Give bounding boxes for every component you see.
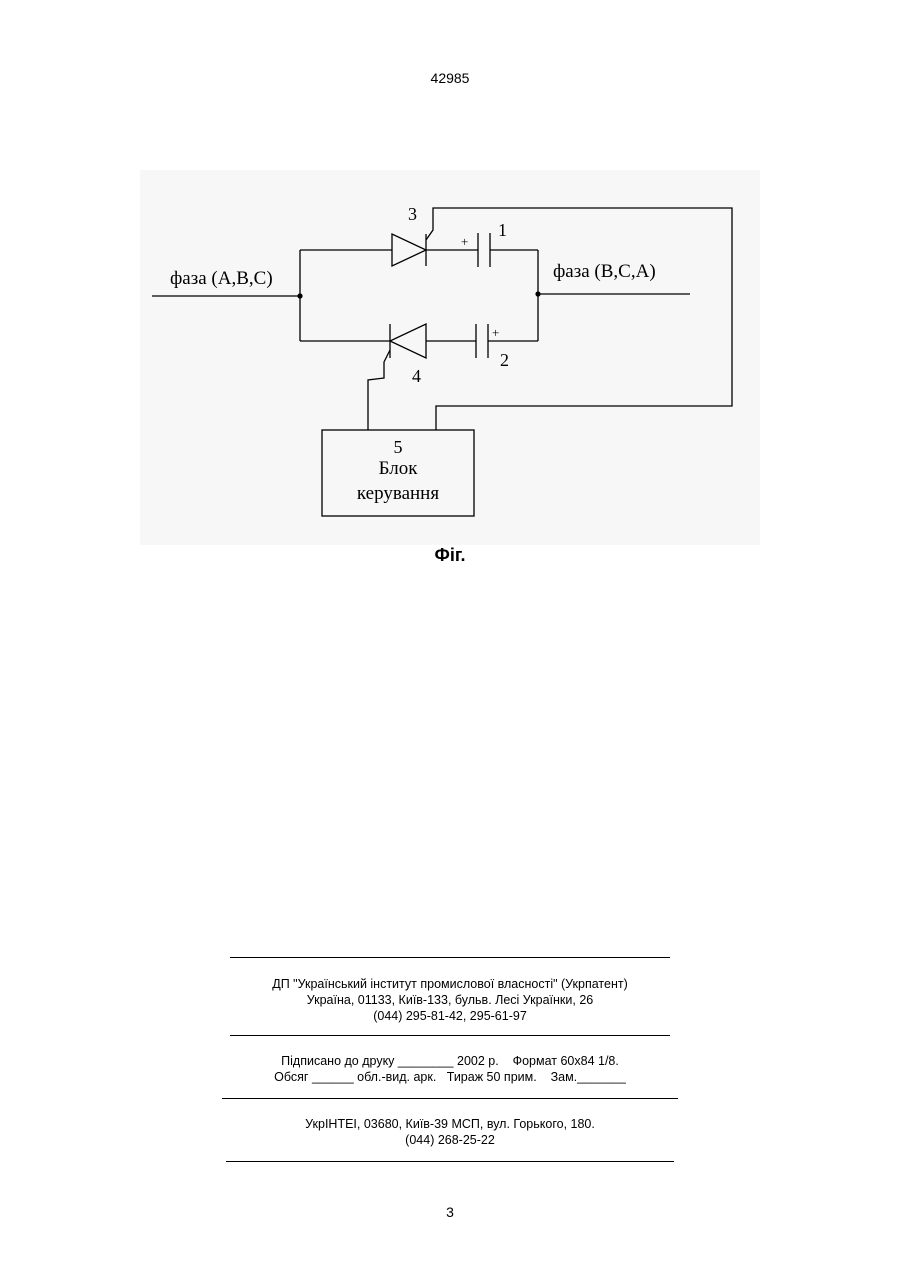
output-junction-dot [535, 291, 540, 296]
imprint-org-line2: Україна, 01133, Київ-133, бульв. Лесі Ук… [0, 992, 900, 1008]
ref-2-label: 2 [500, 350, 509, 370]
circuit-figure: фаза (А,В,С) фаза (В,С,А) 3 1 + + 2 4 5 … [140, 170, 760, 545]
divider-3 [222, 1098, 678, 1099]
imprint-printer-line1: УкрІНТЕІ, 03680, Київ-39 МСП, вул. Горьк… [0, 1116, 900, 1132]
output-phase-label: фаза (В,С,А) [553, 261, 656, 282]
block-label-line2: керування [357, 483, 439, 504]
imprint-org-line1: ДП "Український інститут промислової вла… [0, 976, 900, 992]
imprint-print: Підписано до друку ________ 2002 р. Форм… [0, 1053, 900, 1085]
figure-background [140, 170, 760, 545]
figure-caption: Фіг. [0, 545, 900, 566]
page-number: 3 [0, 1204, 900, 1220]
imprint-org: ДП "Український інститут промислової вла… [0, 976, 900, 1024]
divider-2 [230, 1035, 670, 1036]
imprint-print-line2: Обсяг ______ обл.-вид. арк. Тираж 50 при… [0, 1069, 900, 1085]
input-phase-label: фаза (А,В,С) [170, 268, 273, 289]
block-label-line1: Блок [379, 458, 419, 479]
imprint-printer: УкрІНТЕІ, 03680, Київ-39 МСП, вул. Горьк… [0, 1116, 900, 1148]
patent-number: 42985 [0, 70, 900, 86]
imprint-printer-line2: (044) 268-25-22 [0, 1132, 900, 1148]
divider-1 [230, 957, 670, 958]
imprint-org-line3: (044) 295-81-42, 295-61-97 [0, 1008, 900, 1024]
ref-4-label: 4 [412, 366, 421, 386]
ref-3-label: 3 [408, 204, 417, 224]
ref-5-label: 5 [394, 437, 403, 457]
imprint-print-line1: Підписано до друку ________ 2002 р. Форм… [0, 1053, 900, 1069]
ref-1-label: 1 [498, 220, 507, 240]
input-junction-dot [297, 293, 302, 298]
divider-4 [226, 1161, 674, 1162]
plus-bottom-label: + [492, 325, 499, 340]
circuit-diagram: фаза (А,В,С) фаза (В,С,А) 3 1 + + 2 4 5 … [140, 170, 760, 545]
plus-top-label: + [461, 234, 468, 249]
